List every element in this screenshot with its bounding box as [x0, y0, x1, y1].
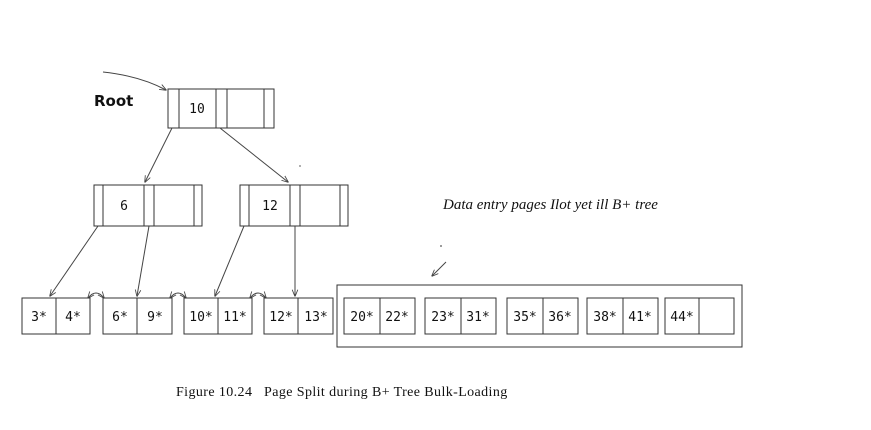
leaf-page-1: 3* 4*: [21, 297, 91, 335]
leaf-entry: 23*: [431, 310, 454, 325]
right-node-key-1: 12: [262, 199, 278, 214]
leaf-entry: 20*: [350, 310, 373, 325]
leaf-page-3: 10* 11*: [183, 297, 253, 335]
left-node-key-1: 6: [120, 199, 128, 214]
leaf-entry: 12*: [269, 310, 292, 325]
note-pointer-arrow: [432, 261, 447, 276]
edge-left-to-leaf-2: [137, 225, 150, 296]
root-label: Root: [94, 92, 133, 110]
edge-root-to-right: [219, 127, 288, 182]
leaf-page-2: 6* 9*: [102, 297, 173, 335]
leaf-entry: 4*: [65, 310, 81, 325]
edge-right-to-leaf-3: [215, 225, 245, 296]
pending-pages-note: Data entry pages Ilot yet ill B+ tree: [442, 197, 658, 213]
leaf-entry: 35*: [513, 310, 536, 325]
leaf-entry: 44*: [670, 310, 693, 325]
pending-page-3: 35* 36*: [506, 297, 579, 335]
speck-mark: [440, 245, 442, 247]
pending-page-5: 44*: [664, 297, 735, 335]
leaf-entry: 3*: [31, 310, 47, 325]
edge-root-to-left: [145, 127, 173, 182]
leaf-entry: 13*: [304, 310, 327, 325]
leaf-entry: 36*: [548, 310, 571, 325]
speck-mark: [299, 165, 301, 167]
leaf-entry: 22*: [385, 310, 408, 325]
leaf-entry: 6*: [112, 310, 128, 325]
sibling-link-2-3: [170, 293, 186, 298]
leaf-entry: 10*: [189, 310, 212, 325]
root-node: 10: [167, 88, 275, 129]
root-key-1: 10: [189, 102, 205, 117]
root-pointer-arrow: [102, 71, 166, 90]
leaf-entry: 41*: [628, 310, 651, 325]
edge-left-to-leaf-1: [50, 225, 99, 296]
sibling-link-1-2: [88, 293, 104, 298]
figure-caption: Figure 10.24 Page Split during B+ Tree B…: [176, 385, 508, 400]
right-index-node: 12: [239, 184, 349, 227]
left-index-node: 6: [93, 184, 203, 227]
pending-pages-frame: [336, 284, 743, 348]
pending-page-1: 20* 22*: [343, 297, 416, 335]
leaf-entry: 11*: [223, 310, 246, 325]
sibling-link-3-4: [250, 293, 266, 298]
leaf-entry: 9*: [147, 310, 163, 325]
leaf-entry: 38*: [593, 310, 616, 325]
pending-page-4: 38* 41*: [586, 297, 659, 335]
pending-page-2: 23* 31*: [424, 297, 497, 335]
leaf-page-4: 12* 13*: [263, 297, 334, 335]
leaf-entry: 31*: [466, 310, 489, 325]
